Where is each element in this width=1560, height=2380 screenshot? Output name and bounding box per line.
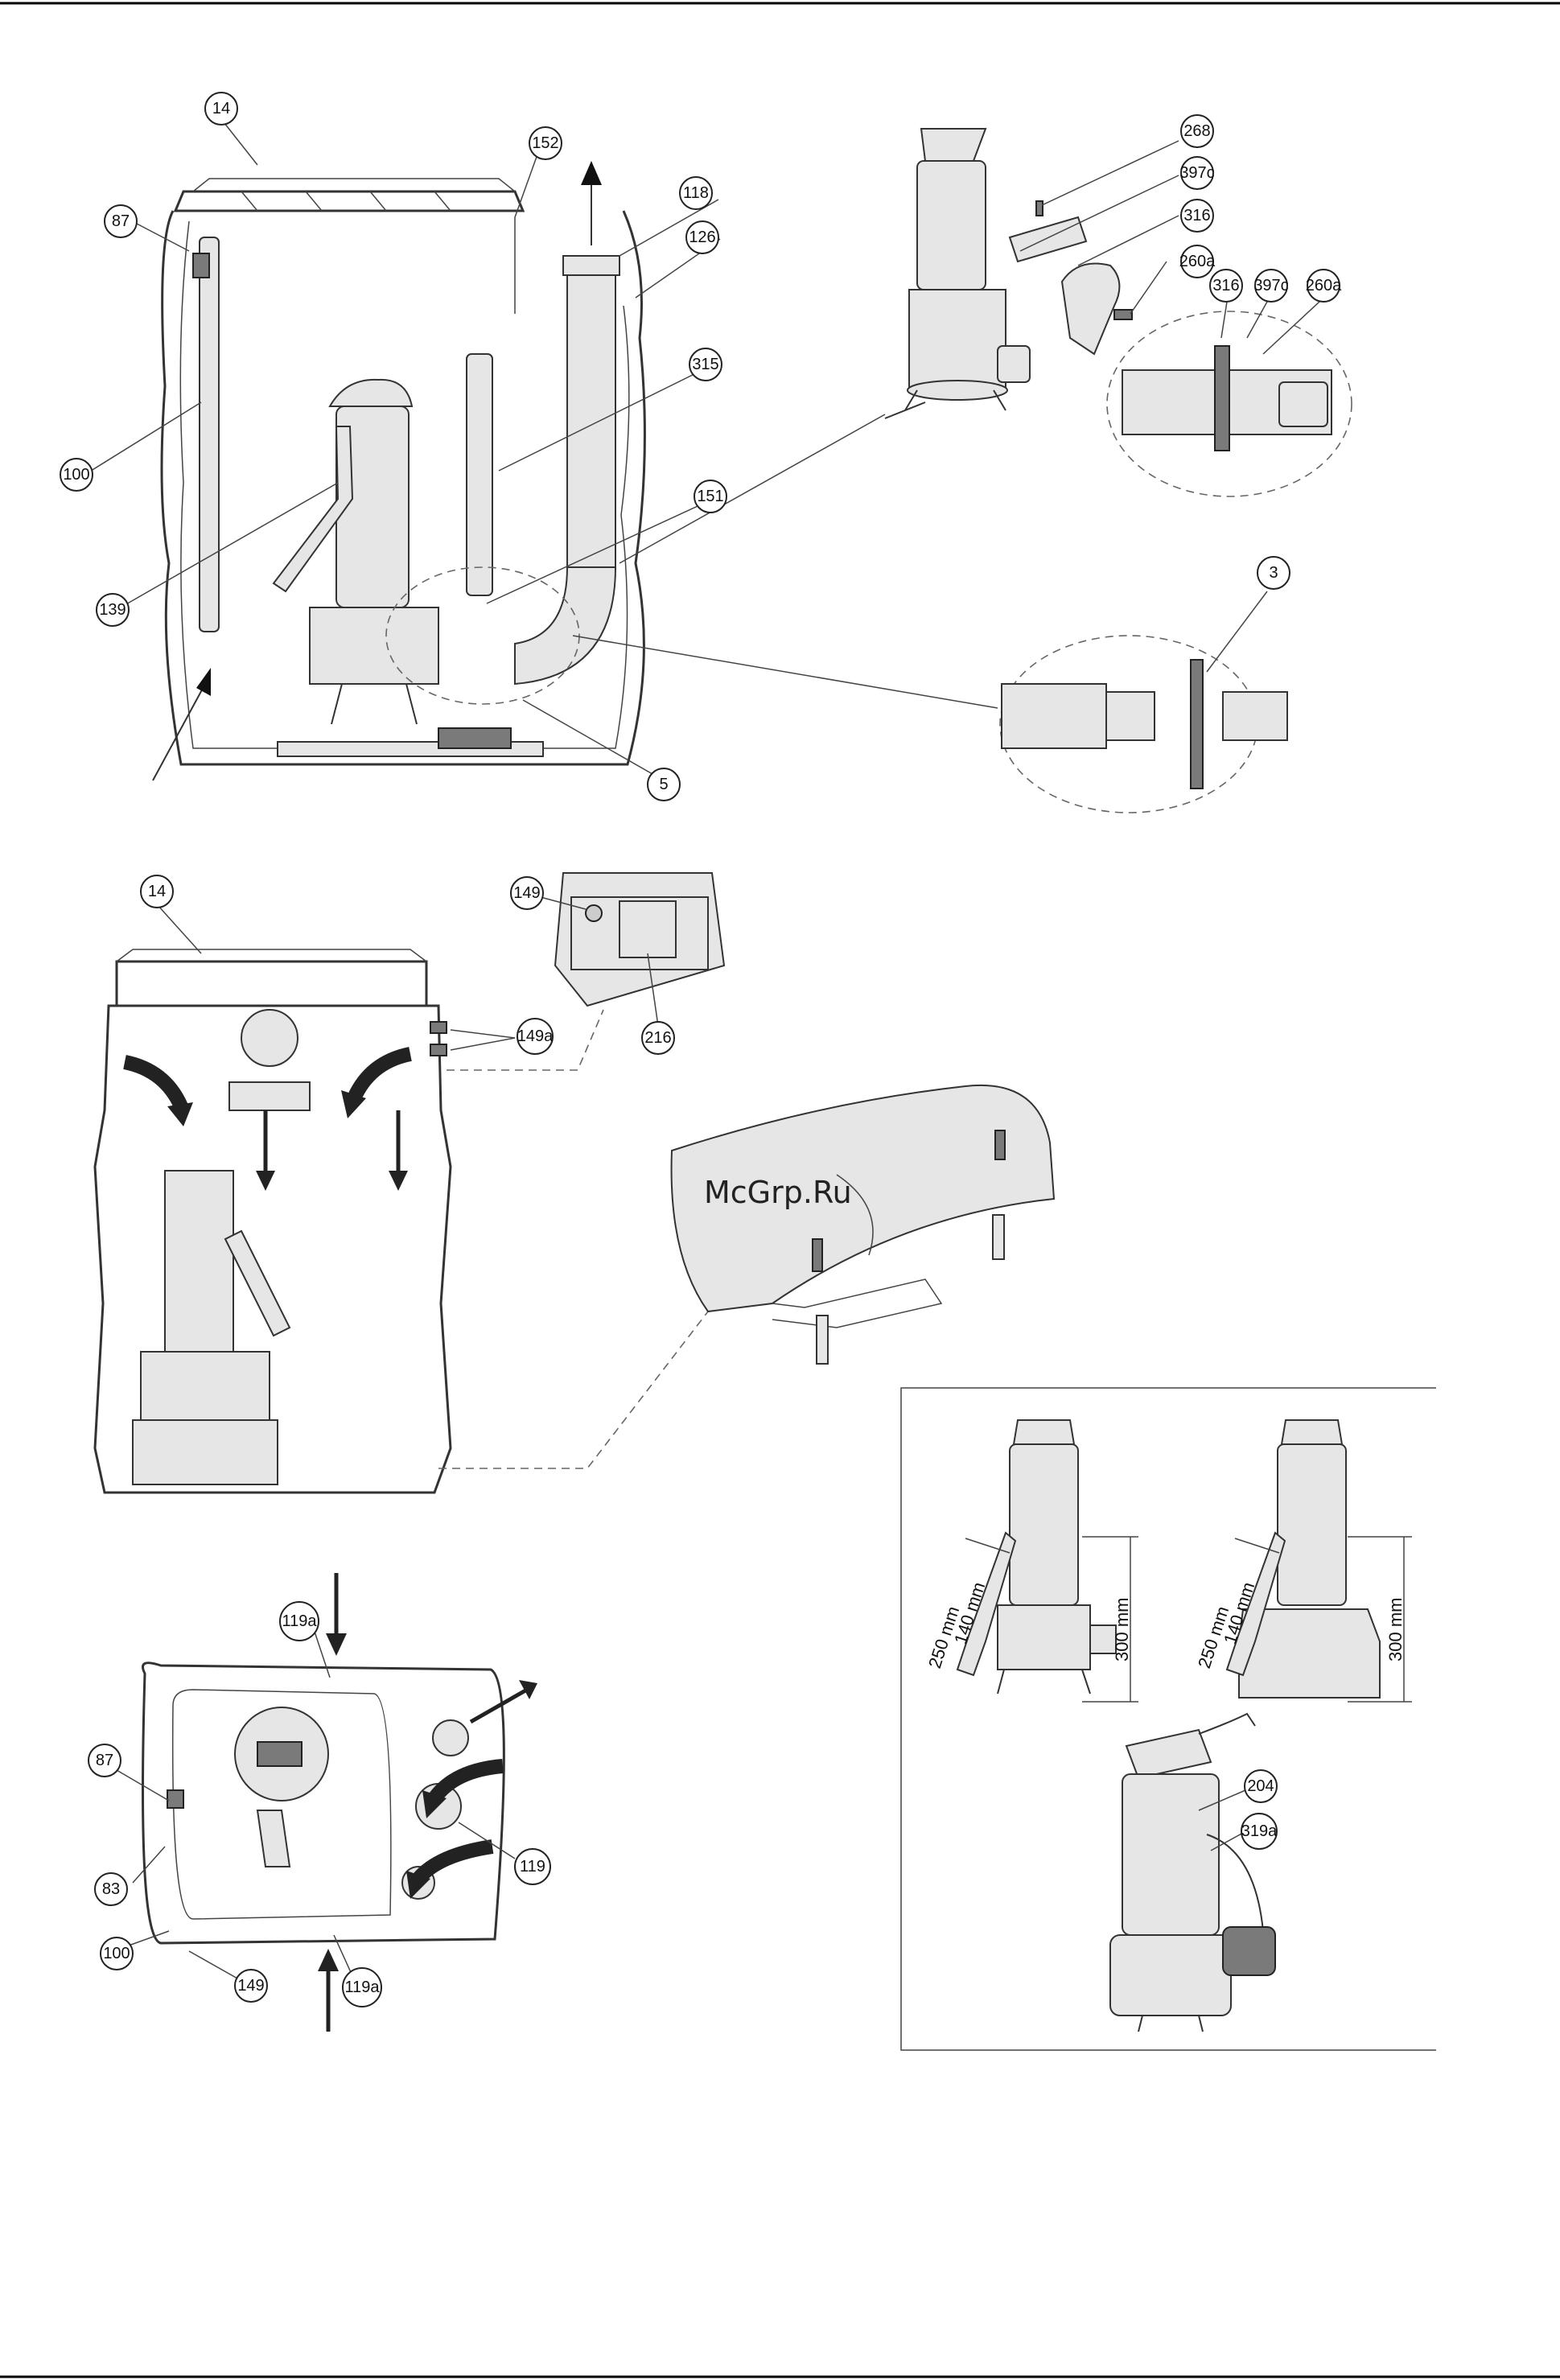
callout-397c-b: 397c [1253,270,1288,302]
callout-119a-bottom: 119a [343,1968,381,2007]
svg-text:126: 126 [689,229,715,246]
svg-text:319a: 319a [1241,1822,1278,1840]
callout-5: 5 [648,768,680,801]
callout-316-a: 316 [1181,200,1213,232]
callout-100-top: 100 [60,459,93,491]
svg-text:149: 149 [237,1977,264,1995]
callouts-bracket: 268 397c 316 260a 316 397c 260a [1179,115,1342,302]
callout-126: 126 [686,221,718,253]
dim-left-300: 300 mm [1112,1598,1132,1661]
callout-87-bottom: 87 [88,1744,121,1777]
figure-pump-dimensions: 250 mm 140 mm 300 mm 250 mm 140 mm 300 m… [901,1388,1436,2050]
callout-149-bottom: 149 [235,1970,267,2002]
callout-216: 216 [642,1022,674,1054]
callouts-pump: 204 319a [1241,1770,1278,1849]
callout-315: 315 [689,348,722,381]
svg-text:316: 316 [1212,277,1239,294]
callout-204: 204 [1245,1770,1277,1802]
callouts-topview: 119a 87 83 100 149 119a 119 [88,1602,550,2007]
callout-260a-a: 260a [1179,245,1216,278]
svg-text:14: 14 [212,100,230,117]
figure-tank-flow [95,873,724,1493]
callout-149a: 149a [517,1019,554,1054]
svg-text:149: 149 [513,884,540,902]
figure-top-view [117,1573,537,2032]
svg-text:100: 100 [103,1945,130,1962]
svg-text:397c: 397c [1179,164,1214,182]
callout-87-top: 87 [105,205,137,237]
svg-text:100: 100 [63,466,89,484]
callout-119a-top: 119a [280,1602,319,1641]
svg-text:118: 118 [683,184,709,202]
svg-text:83: 83 [102,1880,120,1898]
svg-text:216: 216 [644,1029,671,1047]
callout-119: 119 [515,1849,550,1884]
figure-tank-section [88,119,998,780]
svg-text:268: 268 [1183,122,1210,140]
svg-text:151: 151 [697,488,723,505]
callout-151: 151 [694,480,726,513]
svg-text:139: 139 [99,601,126,619]
svg-text:119a: 119a [344,1979,380,1996]
svg-text:397c: 397c [1253,277,1288,294]
callout-149-mid: 149 [511,877,543,909]
svg-text:87: 87 [112,212,130,230]
callout-118: 118 [680,177,712,209]
svg-text:14: 14 [148,883,166,900]
callout-152: 152 [529,127,562,159]
svg-text:5: 5 [659,776,668,793]
callout-319a: 319a [1241,1814,1278,1849]
callout-14-mid: 14 [141,875,173,908]
callout-3: 3 [1257,557,1290,589]
callout-100-bottom: 100 [101,1937,133,1970]
figure-detail-3 [1000,591,1287,813]
callout-14-top: 14 [205,93,237,125]
callout-260a-b: 260a [1306,270,1342,302]
dim-right-300: 300 mm [1385,1598,1406,1661]
svg-text:149a: 149a [517,1027,554,1045]
callout-83: 83 [95,1873,127,1905]
svg-text:87: 87 [96,1752,113,1769]
svg-text:204: 204 [1247,1777,1274,1795]
callout-268: 268 [1181,115,1213,147]
svg-text:260a: 260a [1306,277,1342,294]
figure-tank-cover [672,1085,1054,1364]
svg-text:3: 3 [1269,564,1278,582]
watermark: McGrp.Ru [704,1175,852,1210]
callout-139: 139 [97,594,129,626]
svg-text:119a: 119a [282,1612,317,1630]
svg-text:260a: 260a [1179,253,1216,270]
svg-text:119: 119 [520,1858,545,1876]
svg-text:152: 152 [532,134,558,152]
figure-pump-bracket [885,129,1352,496]
callout-316-b: 316 [1210,270,1242,302]
callout-397c-a: 397c [1179,157,1214,189]
svg-text:315: 315 [692,356,718,373]
svg-text:316: 316 [1183,207,1210,224]
